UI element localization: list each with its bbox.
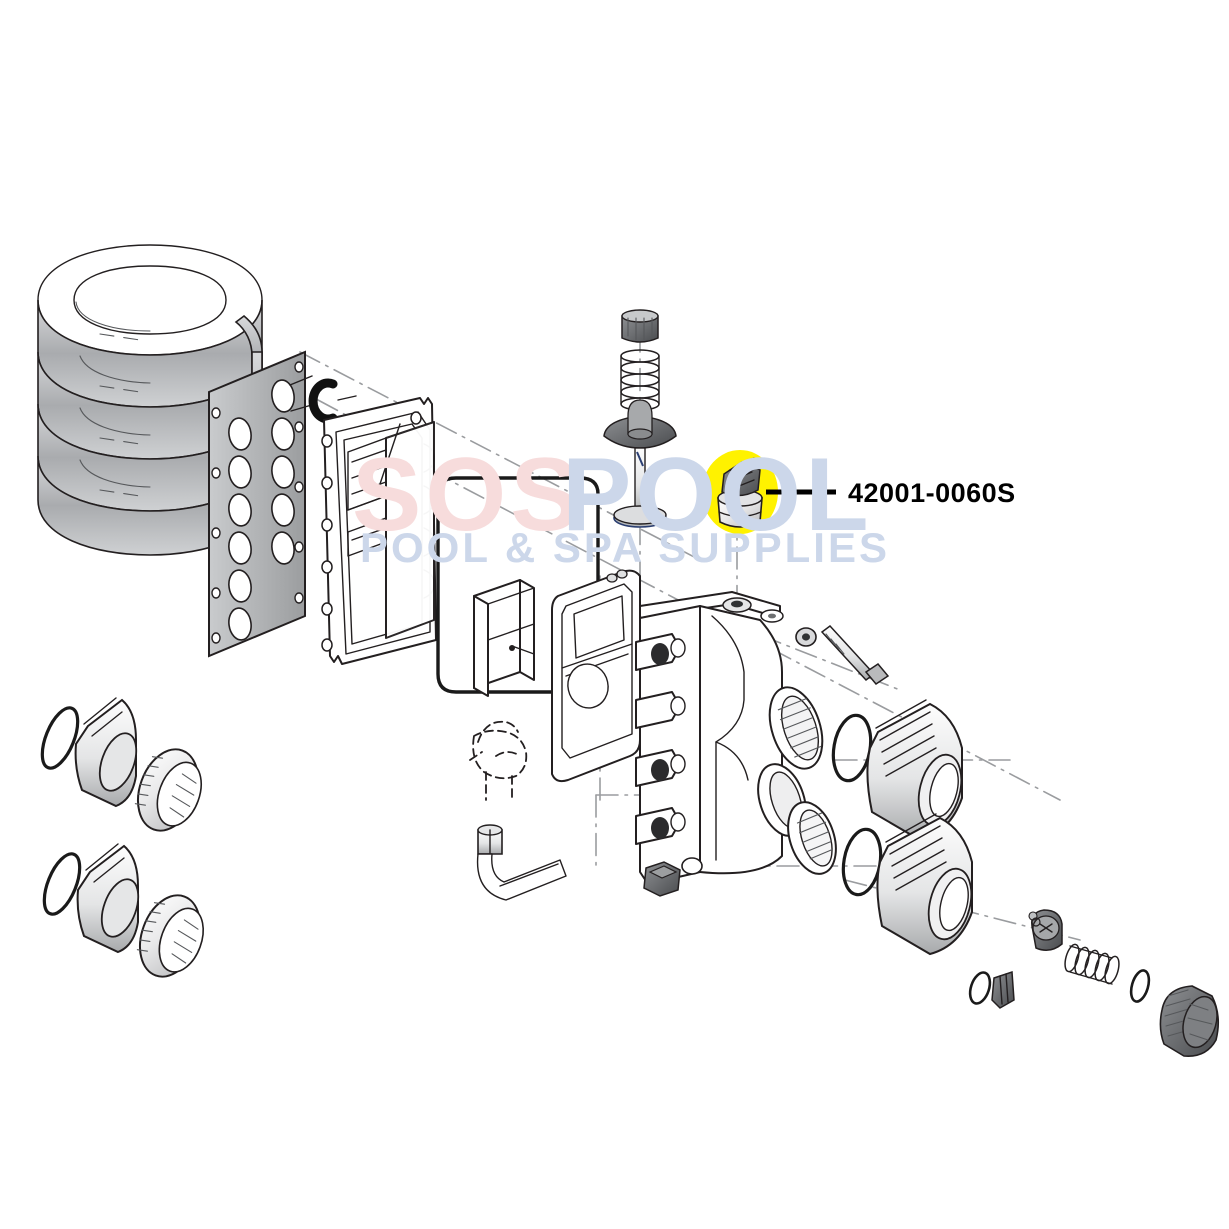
relief-valve-cap: [621, 309, 659, 343]
hex-plug: [643, 861, 681, 897]
header-bolt: [820, 624, 890, 685]
bypass-spring: [1064, 943, 1120, 985]
header-manifold: [635, 591, 837, 885]
manifold-port-lower: [757, 763, 837, 875]
adapter-nipple-lower: [876, 813, 973, 956]
relief-valve-diaphragm: [603, 399, 677, 449]
union-assembly-upper: [40, 697, 202, 832]
bypass-wedge-oring: [968, 971, 992, 1005]
baffle-plate: [347, 421, 435, 639]
header-washer: [795, 627, 817, 647]
relief-valve-spring: [620, 349, 660, 411]
relief-valve-assembly: [603, 309, 677, 528]
bypass-wedge: [991, 970, 1015, 1009]
u-bracket: [473, 579, 535, 697]
watermark-brand-second: POOL: [562, 437, 873, 553]
drain-fitting: [469, 720, 528, 801]
tube-sheet-plate: [208, 350, 316, 658]
part-number-label: 42001-0060S: [848, 478, 1016, 508]
pressure-switch-valve: [717, 457, 763, 528]
watermark-brand-first: SOS: [352, 437, 584, 553]
bypass-washer: [1031, 917, 1041, 927]
bypass-oring: [1129, 969, 1151, 1003]
manifold-port-upper: [768, 686, 824, 770]
bypass-cartridge: [1159, 985, 1220, 1057]
header-gasket-frame: [551, 569, 641, 783]
relief-valve-stem-disc: [613, 447, 667, 528]
bypass-poppet: [1028, 909, 1063, 951]
watermark-tagline: POOL & SPA SUPPLIES: [360, 524, 890, 571]
adapter-nipple-upper: [866, 699, 963, 842]
elbow-pipe: [476, 824, 567, 901]
union-assembly-lower: [42, 843, 204, 978]
